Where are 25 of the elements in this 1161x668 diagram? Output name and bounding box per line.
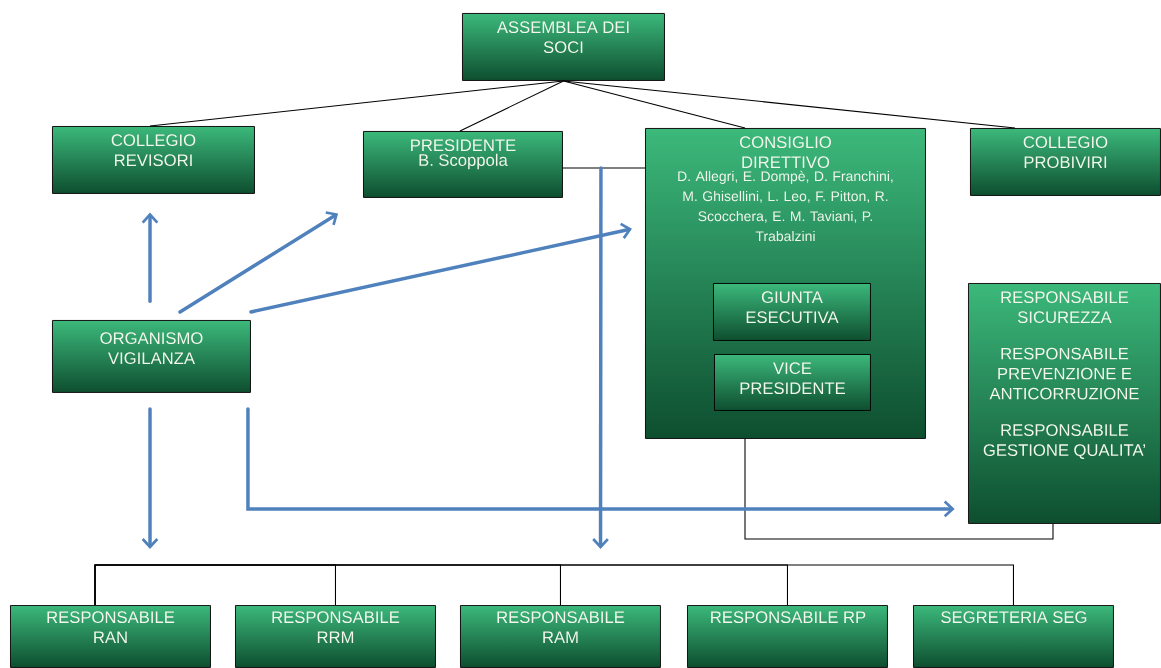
org-box: VICE PRESIDENTE (714, 354, 871, 411)
org-box: GIUNTA ESECUTIVA (713, 283, 871, 341)
org-box: RESPONSABILE SICUREZZA RESPONSABILE PREVENZIONE E ANTICORRUZIONE RESPONSABILE GESTIONE QUALITA’ (968, 283, 1161, 524)
org-box: RESPONSABILE RAN (10, 605, 211, 668)
org-box: SEGRETERIA SEG (913, 605, 1114, 668)
connector-line (149, 80, 564, 127)
arrow (246, 407, 955, 518)
arrow (178, 211, 339, 314)
org-box: ORGANISMO VIGILANZA (52, 320, 251, 393)
connector-line (744, 438, 1054, 540)
connector-line (562, 80, 1016, 129)
org-box: PRESIDENTE B. Scoppola (363, 131, 563, 198)
org-box: RESPONSABILE RP (687, 605, 888, 668)
org-box: RESPONSABILE RAM (460, 605, 661, 668)
arrow (592, 166, 609, 549)
connector-line (459, 80, 564, 132)
connector-line (562, 167, 646, 169)
org-box: COLLEGIO PROBIVIRI (970, 128, 1161, 196)
org-box: ASSEMBLEA DEI SOCI (462, 13, 665, 81)
arrow (249, 222, 632, 314)
connector-line (94, 564, 1014, 606)
arrow (141, 212, 159, 304)
org-box: COLLEGIO REVISORI (52, 126, 255, 194)
org-box: RESPONSABILE RRM (235, 605, 436, 668)
arrow (141, 407, 159, 549)
